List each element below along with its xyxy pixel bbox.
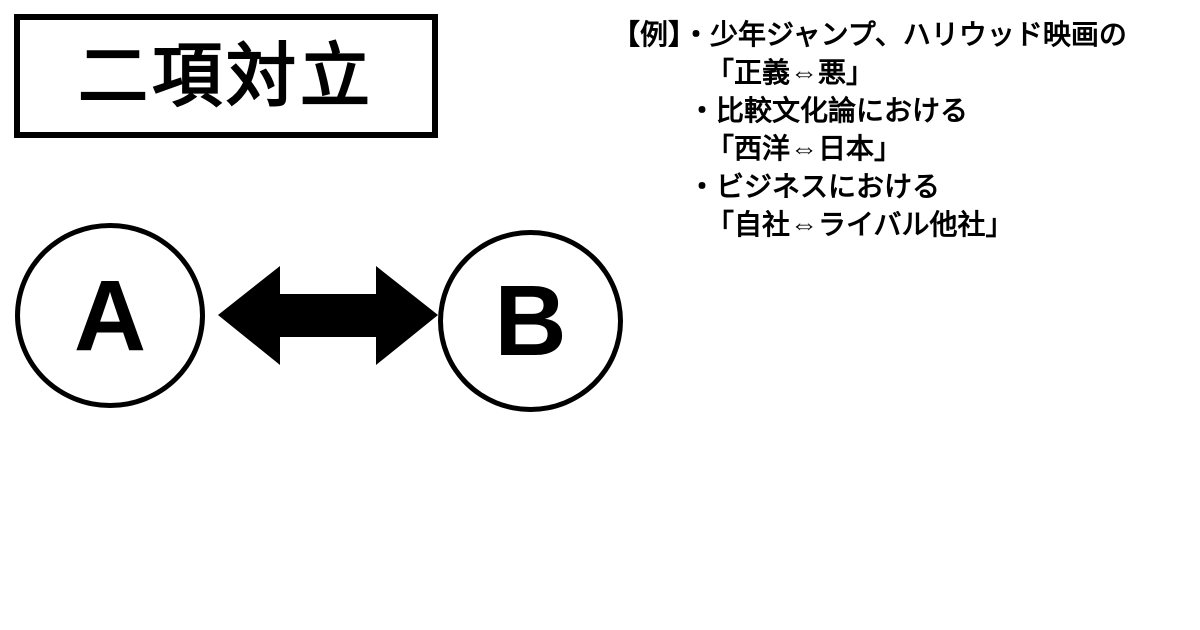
example-line: 「西洋⇔日本」 bbox=[706, 133, 903, 164]
node-a-circle: A bbox=[15, 223, 205, 408]
example-line: ・ビジネスにおける bbox=[688, 171, 941, 202]
example-line: 【例】・少年ジャンプ、ハリウッド映画の bbox=[612, 19, 1127, 50]
example-line: ・比較文化論における bbox=[688, 95, 969, 126]
node-b-circle: B bbox=[438, 230, 623, 412]
example-line: 「正義⇔悪」 bbox=[706, 57, 875, 88]
page-title: 二項対立 bbox=[78, 37, 374, 115]
node-b-label: B bbox=[494, 265, 567, 377]
double-headed-arrow-icon bbox=[218, 266, 438, 365]
example-line: 「自社⇔ライバル他社」 bbox=[706, 209, 1014, 240]
node-a-label: A bbox=[73, 259, 147, 372]
title-box: 二項対立 bbox=[14, 14, 438, 138]
examples-list: 【例】・少年ジャンプ、ハリウッド映画の 「正義⇔悪」 ・比較文化論における 「西… bbox=[612, 16, 1127, 244]
